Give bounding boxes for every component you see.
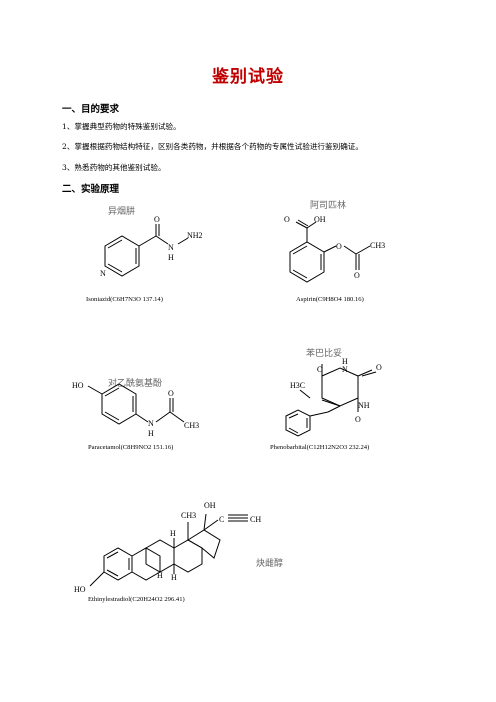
isoniazid-atom-H: H (168, 253, 174, 262)
ethinylestradiol-atom-CH3: CH3 (181, 511, 196, 520)
section-heading-objectives: 一、目的要求 (62, 104, 120, 115)
isoniazid-atom-NH2: NH2 (187, 231, 203, 240)
phenobarbital-atom-O-top: O (317, 365, 323, 374)
aspirin-structure: O OH O CH3 O (284, 215, 385, 283)
aspirin-caption: Aspirin(C9H8O4 180.16) (296, 296, 364, 303)
aspirin-atom-O: O (284, 215, 290, 224)
isoniazid-structure: O NH2 N H N (100, 215, 203, 278)
objective-item-2: 2、掌握根据药物结构特征，区别各类药物，并根据各个药物的专属性试验进行鉴别确证。 (62, 142, 363, 151)
ethinylestradiol-structure: OH CH3 C CH H H H HO (74, 501, 261, 594)
paracetamol-structure: HO O N H CH3 (72, 381, 199, 438)
ethinylestradiol-atom-HO: HO (74, 585, 86, 594)
phenobarbital-atom-NH: NH (358, 401, 370, 410)
paracetamol-atom-HO: HO (72, 381, 84, 390)
paracetamol-atom-H: H (148, 429, 154, 438)
phenobarbital-structure: H N O O H3C NH O (285, 357, 382, 437)
page-title: 鉴别试验 (212, 67, 284, 87)
phenobarbital-atom-H3C: H3C (290, 381, 305, 390)
paracetamol-name: 对乙酰氨基酚 (108, 379, 163, 389)
aspirin-atom-OH: OH (314, 215, 326, 224)
phenobarbital-atom-N: N (342, 365, 348, 374)
objective-item-1: 1、掌握典型药物的特殊鉴别试验。 (62, 122, 181, 131)
phenobarbital-caption: Phenobarbital(C12H12N2O3 232.24) (270, 444, 370, 451)
aspirin-atom-carbonyl-O: O (354, 271, 360, 280)
aspirin-name: 阿司匹林 (310, 201, 347, 211)
ethinylestradiol-atom-H-9: H (157, 571, 163, 580)
paracetamol-atom-N: N (148, 419, 154, 428)
phenobarbital-atom-H: H (342, 357, 348, 366)
paracetamol-atom-O: O (168, 389, 174, 398)
phenobarbital-atom-O-bottom: O (355, 415, 361, 424)
phenobarbital-atom-O-right: O (376, 363, 382, 372)
aspirin-atom-ester-O: O (336, 242, 342, 251)
aspirin-atom-CH3: CH3 (370, 241, 385, 250)
ethinylestradiol-atom-CH: CH (250, 515, 261, 524)
ethinylestradiol-atom-C: C (219, 515, 224, 524)
section-heading-principle: 二、实验原理 (62, 184, 120, 195)
ethinylestradiol-atom-H-14: H (171, 573, 177, 582)
ethinylestradiol-atom-OH: OH (204, 501, 216, 510)
ethinylestradiol-name: 炔雌醇 (256, 559, 284, 569)
isoniazid-atom-N: N (168, 243, 174, 252)
ethinylestradiol-caption: Ethinylestradiol(C20H24O2 296.41) (88, 596, 185, 603)
paracetamol-atom-CH3: CH3 (184, 421, 199, 430)
isoniazid-caption: Isoniazid(C6H7N3O 137.14) (86, 296, 163, 303)
phenobarbital-name: 苯巴比妥 (306, 349, 343, 359)
paracetamol-caption: Paracetamol(C8H9NO2 151.16) (88, 444, 174, 451)
ethinylestradiol-atom-H-8: H (170, 529, 176, 538)
isoniazid-name: 异烟肼 (108, 207, 136, 217)
isoniazid-atom-O: O (154, 215, 160, 224)
isoniazid-atom-ring-N: N (100, 269, 106, 278)
objective-item-3: 3、熟悉药物的其他鉴别试验。 (62, 163, 166, 172)
